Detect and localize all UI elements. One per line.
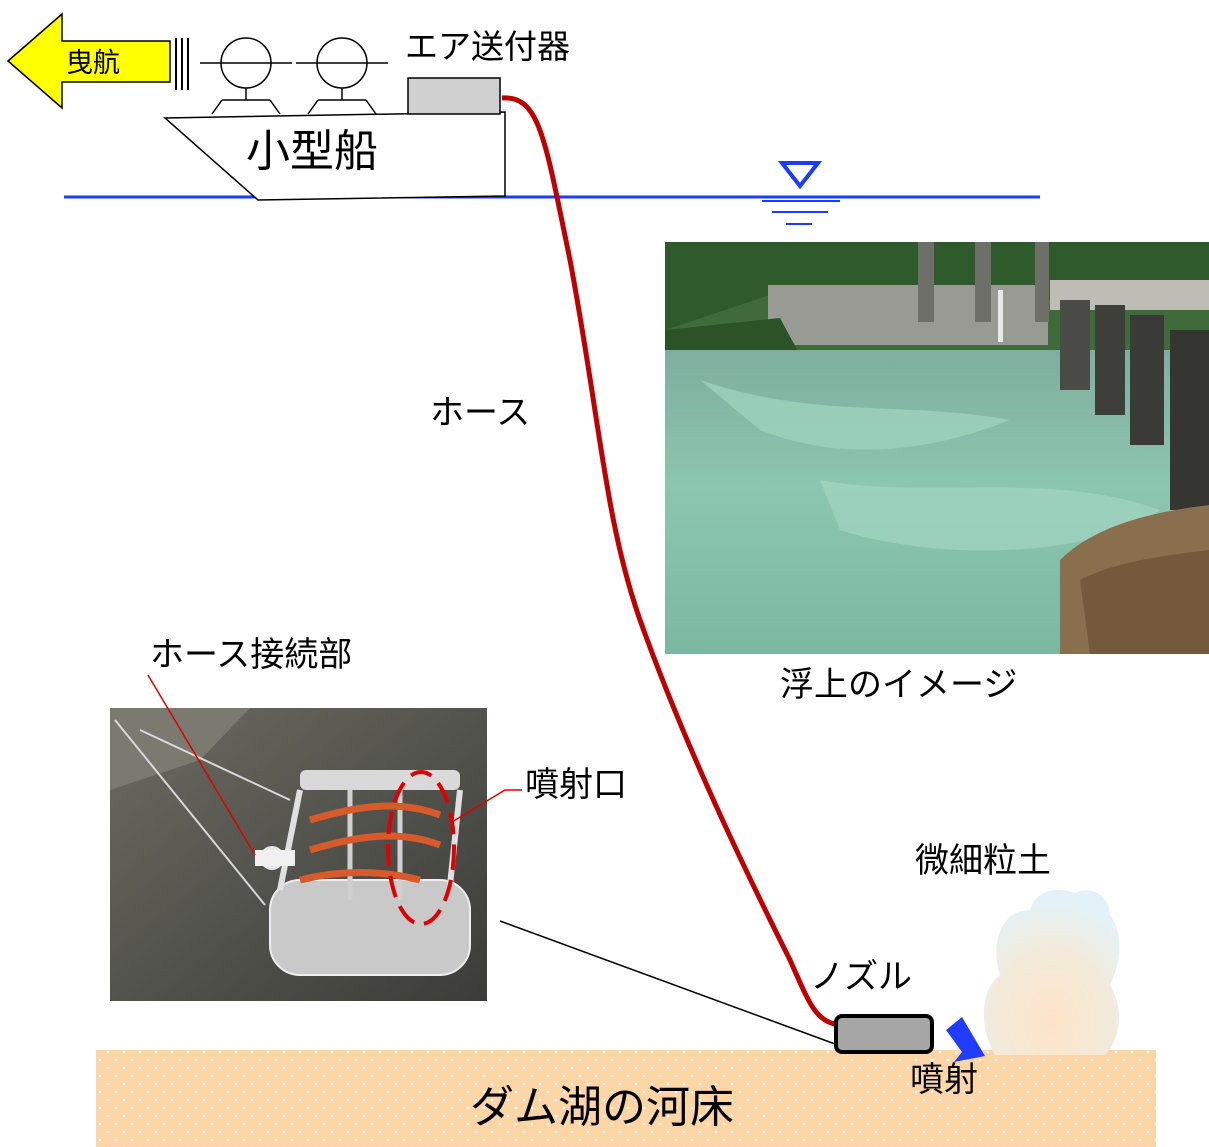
riverbed-band xyxy=(96,1050,1156,1147)
nozzle-body xyxy=(834,1014,934,1054)
person-icon xyxy=(200,37,292,115)
jet-port-ellipse xyxy=(386,770,456,926)
hose-label: ホース xyxy=(430,393,531,433)
floating-image-label: 浮上のイメージ xyxy=(780,665,1018,705)
riverbed-label: ダム湖の河床 xyxy=(470,1082,734,1133)
person-icon xyxy=(296,37,388,115)
hose-connection-label: ホース接続部 xyxy=(150,635,353,675)
fine-soil-cloud xyxy=(983,889,1120,1055)
nozzle-device-photo xyxy=(110,708,487,1001)
air-feeder-label: エア送付器 xyxy=(405,27,570,66)
boat-hull xyxy=(163,111,506,201)
floating-photo xyxy=(665,242,1209,654)
jet-port-leader xyxy=(451,789,522,823)
jet-label: 噴射 xyxy=(910,1060,978,1100)
nozzle-label: ノズル xyxy=(810,957,912,997)
fine-soil-label: 微細粒土 xyxy=(915,841,1051,881)
hose-line xyxy=(501,95,839,1028)
photo-to-nozzle-line xyxy=(499,920,847,1049)
tow-arrow-icon xyxy=(6,12,189,110)
boat-label: 小型船 xyxy=(246,126,378,177)
jet-port-label: 噴射口 xyxy=(525,765,627,805)
air-feeder-box xyxy=(407,77,501,115)
jet-arrow-icon xyxy=(946,1017,985,1062)
towing-label: 曳航 xyxy=(66,48,120,79)
water-level-triangle-icon xyxy=(762,161,840,225)
hose-connection-leader xyxy=(147,674,256,856)
